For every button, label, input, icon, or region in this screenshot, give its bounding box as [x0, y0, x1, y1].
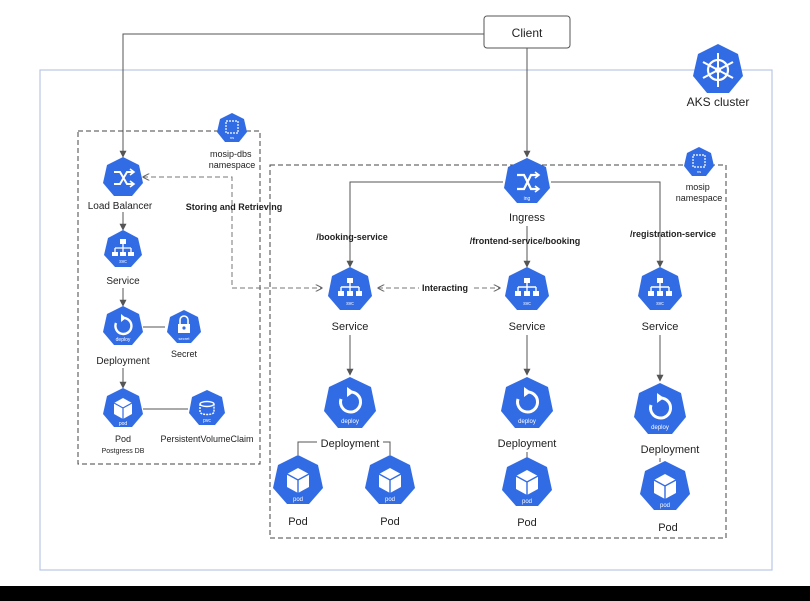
pvc-label: PersistentVolumeClaim [160, 434, 253, 444]
left-service-label: Service [106, 276, 140, 287]
route-registration-label: /registration-service [630, 229, 716, 239]
booking-service-label: Service [332, 321, 369, 333]
svg-text:ns: ns [697, 169, 701, 174]
svg-text:pod: pod [660, 503, 670, 509]
registration-service-label: Service [642, 321, 679, 333]
mosip-namespace-boundary [269, 164, 727, 539]
svg-text:pod: pod [293, 497, 303, 503]
svg-text:deploy: deploy [518, 419, 536, 425]
storing-retrieving-edge [143, 177, 322, 288]
svg-text:pod: pod [522, 499, 532, 505]
registration-deployment-icon: deploy [634, 383, 686, 434]
mosip-dbs-namespace-icon: ns [217, 113, 247, 142]
svg-text:svc: svc [523, 301, 531, 307]
mosip-namespace-icon: ns [684, 147, 714, 176]
aks-cluster-boundary [39, 69, 773, 571]
booking-pod-2-icon: pod [365, 455, 415, 504]
frontend-deployment-icon: deploy [501, 377, 553, 428]
aks-cluster-logo [693, 44, 743, 93]
booking-deployment-to-pods-edge [297, 441, 391, 455]
svg-text:pod: pod [385, 497, 395, 503]
route-frontend-label: /frontend-service/booking [470, 236, 581, 246]
booking-deployment-icon: deploy [324, 377, 376, 428]
svg-text:deploy: deploy [341, 419, 359, 425]
left-pod-icon: pod [103, 388, 143, 427]
mosip-namespace-label: mosip namespace [676, 182, 723, 203]
aks-cluster-label: AKS cluster [687, 95, 750, 109]
frontend-pod-label: Pod [517, 517, 537, 529]
registration-pod-icon: pod [640, 461, 690, 510]
frontend-deployment-label: Deployment [498, 438, 557, 450]
booking-pod-1-icon: pod [273, 455, 323, 504]
ingress-to-booking-edge [346, 181, 503, 268]
svg-text:secret: secret [179, 336, 191, 341]
svg-text:svc: svc [656, 301, 664, 307]
storing-retrieving-label: Storing and Retrieving [186, 202, 283, 212]
frontend-service-icon: svc [505, 267, 549, 310]
secret-icon: secret [167, 310, 201, 343]
svg-text:deploy: deploy [651, 425, 669, 431]
booking-pod-1-label: Pod [288, 516, 308, 528]
left-service-icon: svc [104, 230, 142, 267]
frontend-pod-icon: pod [502, 457, 552, 506]
ingress-icon: ing [504, 158, 550, 203]
load-balancer-icon [103, 157, 143, 196]
left-pod-label: Pod [115, 434, 131, 444]
registration-deployment-label: Deployment [641, 444, 700, 456]
interacting-label: Interacting [422, 283, 468, 293]
interacting-label-bg [419, 281, 471, 294]
svg-text:ns: ns [230, 135, 234, 140]
mosip-dbs-namespace-boundary [77, 130, 261, 465]
pvc-icon: pvc [189, 390, 225, 425]
mosip-dbs-namespace-label: mosip-dbs namespace [209, 149, 256, 170]
svg-text:svc: svc [346, 301, 354, 307]
frontend-service-label: Service [509, 321, 546, 333]
route-booking-label: /booking-service [316, 232, 388, 242]
ingress-to-registration-edge [551, 181, 664, 268]
secret-label: Secret [171, 349, 198, 359]
bottom-bar [0, 586, 810, 601]
svg-text:ing: ing [524, 196, 531, 202]
svg-text:deploy: deploy [116, 337, 131, 343]
left-pod-sublabel: Postgress DB [102, 448, 145, 455]
ingress-label: Ingress [509, 212, 546, 224]
booking-pod-2-label: Pod [380, 516, 400, 528]
registration-pod-label: Pod [658, 522, 678, 534]
left-deployment-icon: deploy [103, 306, 143, 345]
load-balancer-label: Load Balancer [88, 201, 153, 212]
left-deployment-label: Deployment [96, 356, 150, 367]
booking-service-icon: svc [328, 267, 372, 310]
registration-service-icon: svc [638, 267, 682, 310]
svg-text:svc: svc [119, 259, 127, 265]
client-to-load-balancer-edge [119, 33, 484, 158]
booking-deployment-label: Deployment [321, 438, 380, 450]
svg-text:pod: pod [119, 421, 128, 427]
svg-text:pvc: pvc [203, 418, 211, 424]
client-label: Client [512, 26, 543, 40]
